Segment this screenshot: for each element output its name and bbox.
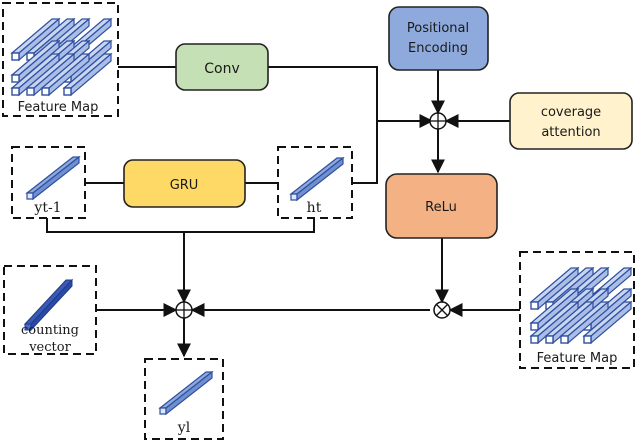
relu-block: ReLu	[385, 173, 498, 239]
conv-label: Conv	[204, 61, 240, 77]
counting-vector-label-line1: counting	[21, 323, 79, 338]
feature-map-top: Feature Map	[2, 2, 119, 117]
positional-encoding-block: Positional Encoding	[388, 6, 489, 71]
coverage-attention-label-line2: attention	[541, 125, 600, 140]
counting-vector-frame	[3, 265, 97, 355]
positional-encoding-label-line1: Positional	[407, 21, 469, 36]
yt-minus-1-tensor: yt-1	[11, 146, 86, 219]
counting-vector-tensor: counting vector	[3, 265, 97, 355]
add-bottom-icon	[175, 301, 193, 319]
feature-map-right-frame	[519, 251, 635, 369]
yt-minus-1-label: yt-1	[33, 200, 61, 216]
connections	[46, 66, 520, 358]
relu-label: ReLu	[425, 200, 457, 215]
yl-frame	[144, 358, 224, 440]
ht-tensor: ht	[277, 146, 353, 219]
feature-map-right: Feature Map	[519, 251, 635, 369]
multiply-icon	[433, 301, 451, 319]
yl-tensor: yl	[144, 358, 224, 440]
ht-frame	[277, 146, 353, 219]
feature-map-top-label: Feature Map	[18, 100, 99, 115]
conv-block: Conv	[175, 43, 269, 91]
positional-encoding-label-line2: Encoding	[408, 41, 468, 56]
gru-label: GRU	[170, 178, 199, 193]
gru-block: GRU	[123, 159, 246, 208]
yt-minus-1-frame	[11, 146, 86, 219]
add-top-icon	[429, 112, 447, 130]
feature-map-right-grid-icon	[530, 267, 632, 344]
yl-vector-icon	[159, 371, 213, 415]
coverage-attention-block: coverage attention	[509, 92, 633, 150]
wire-yt-ht-join	[46, 218, 315, 233]
feature-map-top-frame	[2, 2, 119, 117]
feature-map-right-label: Feature Map	[537, 351, 618, 366]
feature-map-top-grid-icon	[11, 18, 112, 96]
wire-conv-ht-merge	[268, 66, 378, 184]
counting-vector-label-line2: vector	[28, 340, 71, 355]
yl-label: yl	[177, 420, 191, 436]
ht-label: ht	[307, 200, 322, 216]
ht-vector-icon	[290, 157, 344, 201]
coverage-attention-label-line1: coverage	[541, 105, 601, 120]
counting-vector-icon	[23, 278, 74, 332]
yt-minus-1-vector-icon	[26, 156, 80, 200]
